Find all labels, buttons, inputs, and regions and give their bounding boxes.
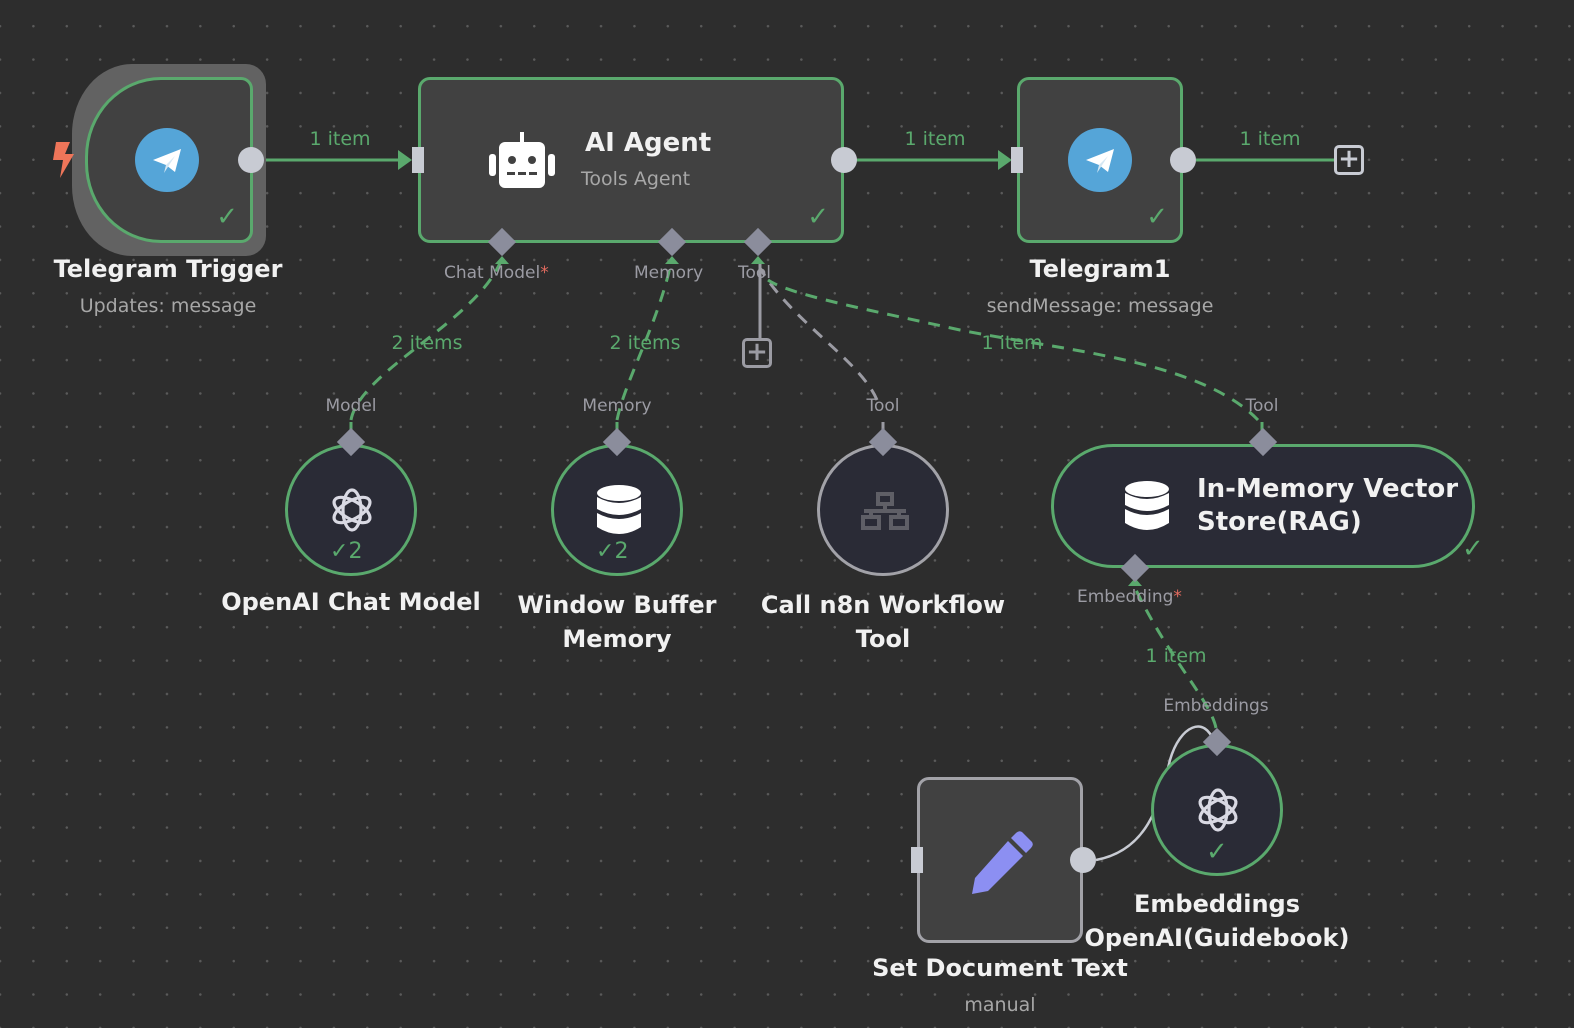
lightning-bolt-icon (53, 142, 74, 178)
node-subtitle: Tools Agent (581, 168, 691, 190)
sitemap-icon (861, 492, 909, 530)
openai-icon (1198, 788, 1238, 832)
port-arrow (495, 256, 509, 264)
port-arrow (751, 256, 765, 264)
database-icon (1125, 481, 1169, 530)
edge-tool-to-agent[interactable] (758, 267, 879, 401)
port-label: Tool (1245, 396, 1279, 416)
port-label-embedding: Embedding* (1077, 587, 1182, 607)
node-embeddings-openai[interactable]: ✓ (1151, 744, 1283, 876)
node-openai-chat-model[interactable]: ✓2 (285, 444, 417, 576)
edge-embeddings-to-vector[interactable] (1134, 589, 1218, 729)
edge-arrow (998, 150, 1012, 170)
telegram-icon (1068, 128, 1132, 192)
node-title-line: OpenAI(Guidebook) (1084, 924, 1350, 952)
success-check-icon: ✓ (1146, 202, 1168, 232)
edge-label: 1 item (981, 332, 1043, 354)
add-node-button[interactable]: + (1334, 145, 1364, 175)
telegram-icon (135, 128, 199, 192)
port-label: Tool (866, 396, 900, 416)
node-title-line: Tool (855, 625, 911, 653)
output-port[interactable] (1070, 847, 1096, 873)
node-title: Embeddings OpenAI(Guidebook) (1080, 887, 1354, 955)
port-label-tool: Tool (738, 263, 772, 283)
edge-vector-to-agent[interactable] (767, 278, 1260, 422)
node-subtitle: sendMessage: message (986, 295, 1214, 317)
node-title: Telegram Trigger (53, 255, 283, 283)
required-marker: * (540, 263, 549, 283)
edge-label: 2 items (609, 332, 681, 354)
port-label: Model (325, 396, 377, 416)
port-label-chat-model: Chat Model* (444, 263, 549, 283)
node-telegram1[interactable]: ✓ (1017, 77, 1183, 243)
node-title: Window Buffer Memory (480, 588, 754, 656)
output-port[interactable] (831, 147, 857, 173)
port-label-memory: Memory (634, 263, 704, 283)
port-label: Memory (582, 396, 652, 416)
node-title: In-Memory Vector Store(RAG) (1197, 473, 1458, 539)
port-label-text: Embedding (1077, 587, 1174, 607)
input-port[interactable] (911, 847, 923, 873)
openai-icon (332, 488, 372, 532)
node-set-document-text[interactable] (917, 777, 1083, 943)
node-title-line: Memory (562, 625, 672, 653)
run-count-value: 2 (348, 539, 363, 564)
add-tool-button[interactable]: + (742, 338, 772, 368)
node-telegram-trigger[interactable]: ✓ (85, 77, 253, 243)
edge-arrow (398, 150, 412, 170)
port-label: Embeddings (1163, 696, 1269, 716)
run-count-value: 2 (614, 539, 629, 564)
node-title: AI Agent (585, 128, 712, 158)
node-title-line: Store(RAG) (1197, 507, 1362, 537)
node-window-buffer-memory[interactable]: ✓2 (551, 444, 683, 576)
edge-label: 1 item (1239, 128, 1301, 150)
edge-model-to-agent[interactable] (349, 257, 504, 421)
node-title-line: In-Memory Vector (1197, 474, 1459, 504)
node-title-line: Call n8n Workflow (760, 591, 1006, 619)
success-check-icon: ✓ (1206, 837, 1228, 867)
success-check-icon: ✓ (807, 202, 829, 232)
output-port[interactable] (238, 147, 264, 173)
node-title-line: Embeddings (1134, 890, 1300, 918)
edge-memory-to-agent[interactable] (615, 257, 674, 421)
node-in-memory-vector-store[interactable]: In-Memory Vector Store(RAG) (1051, 444, 1475, 568)
run-count: ✓2 (596, 541, 628, 563)
node-title: Telegram1 (1029, 255, 1171, 283)
port-label-text: Chat Model (444, 263, 541, 283)
edge-label: 1 item (904, 128, 966, 150)
edge-label: 1 item (309, 128, 371, 150)
port-arrow (665, 256, 679, 264)
input-port[interactable] (1011, 147, 1023, 173)
pencil-icon (972, 831, 1033, 894)
node-title: Call n8n Workflow Tool (740, 588, 1026, 656)
database-icon (597, 485, 641, 534)
node-subtitle: Updates: message (79, 295, 257, 317)
node-ai-agent[interactable]: ✓ (418, 77, 844, 243)
success-check-icon: ✓ (1462, 534, 1484, 564)
run-count: ✓2 (330, 541, 362, 563)
success-check-icon: ✓ (216, 202, 238, 232)
edge-label: 1 item (1145, 645, 1207, 667)
node-title: Set Document Text (872, 954, 1128, 982)
node-title-line: Window Buffer (517, 591, 717, 619)
output-port[interactable] (1170, 147, 1196, 173)
required-marker: * (1173, 587, 1182, 607)
input-port[interactable] (412, 147, 424, 173)
node-title: OpenAI Chat Model (221, 588, 481, 616)
edge-label: 2 items (391, 332, 463, 354)
robot-icon (489, 132, 555, 188)
node-subtitle: manual (964, 994, 1036, 1016)
node-call-workflow-tool[interactable] (817, 444, 949, 576)
success-check-icon: ✓ (596, 539, 615, 564)
success-check-icon: ✓ (330, 539, 349, 564)
